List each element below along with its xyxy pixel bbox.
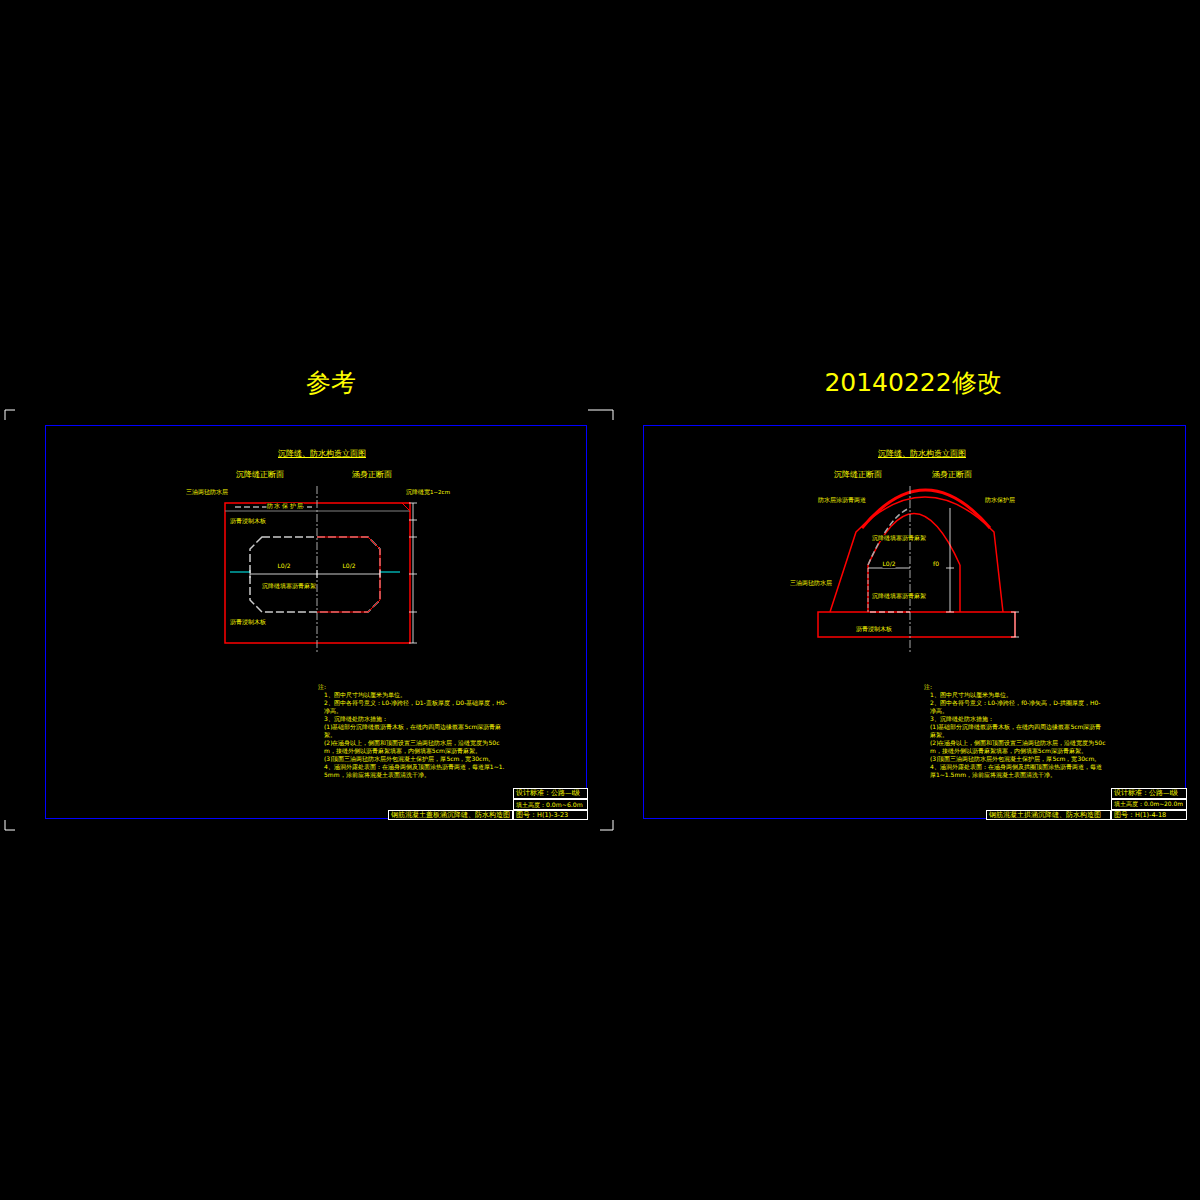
callout-label: 沉降缝填塞沥青麻絮 bbox=[262, 583, 316, 589]
water-line bbox=[380, 572, 400, 573]
corner-marks bbox=[5, 410, 613, 830]
title-block-cell: 图号：H(1)-4-18 bbox=[1111, 810, 1187, 820]
abutment-wall bbox=[867, 565, 869, 612]
callout-label: 防水保护层 bbox=[985, 497, 1015, 503]
dimension-tick bbox=[380, 570, 381, 578]
arch-culvert-section bbox=[818, 486, 1019, 652]
drawing-title: 沉降缝、防水构造立面图 bbox=[878, 449, 966, 458]
callout-label: 三油两毡防水层 bbox=[790, 580, 832, 586]
callout-label: 沉降缝宽1~2cm bbox=[406, 489, 450, 495]
title-block-text: 图号：H(1)-3-23 bbox=[516, 810, 568, 820]
note-text: 3、沉降缝处防水措施： bbox=[924, 715, 1106, 723]
drawing-name-cell: 钢筋混凝土盖板涵沉降缝、防水构造图 bbox=[388, 810, 513, 820]
corner-mark bbox=[5, 820, 15, 830]
abutment-wall bbox=[959, 565, 961, 612]
section-title: 沉降缝正断面 bbox=[236, 470, 284, 479]
note-text: 注: bbox=[318, 683, 508, 691]
culvert-opening bbox=[250, 537, 380, 612]
dimension-tick bbox=[317, 570, 318, 578]
joint-line bbox=[868, 568, 869, 612]
callout-label: 防 水 保 护 层 bbox=[267, 503, 304, 509]
drawing-sheet: 20140222修改钢筋混凝土拱涵沉降缝、防水构造图设计标准：公路—I级填土高度… bbox=[643, 425, 1186, 819]
note-text: 2、图中各符号意义：L0-净跨径，f0-净矢高，D-拱圈厚度，H0-净高。 bbox=[924, 699, 1106, 715]
note-text: 3、沉降缝处防水措施： bbox=[318, 715, 508, 723]
center-line bbox=[910, 486, 911, 652]
note-text: 4、涵洞外露处表面：在涵身两侧及拱圈顶面涂热沥青两道，每道厚1~1.5mm，涂前… bbox=[924, 763, 1106, 779]
note-text: 4、涵洞外露处表面：在涵身两侧及顶面涂热沥青两道，每道厚1~1.5mm，涂前应将… bbox=[318, 763, 508, 779]
note-text: (3)顶面三油两毡防水层外包混凝土保护层，厚5cm，宽30cm。 bbox=[318, 755, 508, 763]
dimension-line bbox=[1015, 612, 1016, 637]
corner-mark bbox=[600, 820, 613, 830]
drawing-title: 沉降缝、防水构造立面图 bbox=[278, 449, 366, 458]
dimension-line bbox=[413, 503, 414, 643]
note-text: 1、图中尺寸均以厘米为单位。 bbox=[318, 691, 508, 699]
title-block-cell: 设计标准：公路—I级 bbox=[1111, 788, 1187, 799]
corner-mark bbox=[5, 410, 15, 420]
dimension-label: L0/2 bbox=[278, 563, 291, 570]
drawing-name-cell: 钢筋混凝土拱涵沉降缝、防水构造图 bbox=[986, 810, 1111, 820]
note-text: 2、图中各符号意义：L0-净跨径，D1-盖板厚度，D0-基础厚度，H0-净高。 bbox=[318, 699, 508, 715]
note-text: (1)基础部分沉降缝嵌沥青木板，在缝内四周边缘嵌塞5cm深沥青麻絮。 bbox=[318, 723, 508, 739]
title-block-text: 设计标准：公路—I级 bbox=[516, 788, 580, 799]
dimension-line bbox=[250, 574, 380, 575]
title-block-text: 填土高度：0.0m~6.0m bbox=[516, 799, 583, 810]
notes-block: 注:1、图中尺寸均以厘米为单位。2、图中各符号意义：L0-净跨径，f0-净矢高，… bbox=[924, 683, 1106, 779]
foundation bbox=[818, 612, 1015, 637]
dimension-ticks bbox=[409, 503, 417, 643]
dimension-tick bbox=[250, 570, 251, 578]
title-block-text: 填土高度：0.0m~20.0m bbox=[1114, 799, 1183, 810]
sheet-heading: 20140222修改 bbox=[824, 366, 1001, 400]
arch-ring bbox=[862, 490, 990, 528]
section-title: 涵身正断面 bbox=[932, 470, 972, 479]
sheet-heading: 参考 bbox=[306, 366, 356, 400]
title-block-cell: 填土高度：0.0m~20.0m bbox=[1111, 799, 1187, 810]
dimension-label: L0/2 bbox=[883, 561, 896, 568]
box-culvert-section bbox=[225, 486, 417, 652]
callout-label: 防水层涂沥青两道 bbox=[818, 497, 866, 503]
title-block-cell: 图号：H(1)-3-23 bbox=[513, 810, 588, 820]
dimension-line bbox=[950, 508, 951, 612]
note-text: (3)顶面三油两毡防水层外包混凝土保护层，厚5cm，宽30cm。 bbox=[924, 755, 1106, 763]
note-text: 注: bbox=[924, 683, 1106, 691]
title-block-cell: 填土高度：0.0m~6.0m bbox=[513, 799, 588, 810]
callout-label: 沉降缝填塞沥青麻絮 bbox=[872, 535, 926, 541]
drawing-sheet: 参考钢筋混凝土盖板涵沉降缝、防水构造图设计标准：公路—I级填土高度：0.0m~6… bbox=[45, 425, 587, 819]
corner-mark bbox=[588, 410, 600, 411]
chamfer bbox=[402, 503, 410, 511]
note-text: (2)在涵身以上，侧面和顶面设置三油两毡防水层，沿缝宽度为50cm，接缝外侧以沥… bbox=[924, 739, 1106, 755]
center-line bbox=[317, 486, 318, 652]
water-line bbox=[230, 572, 250, 573]
title-block-text: 钢筋混凝土拱涵沉降缝、防水构造图 bbox=[989, 810, 1101, 820]
corner-mark bbox=[600, 410, 613, 420]
title-block-text: 图号：H(1)-4-18 bbox=[1114, 810, 1166, 820]
callout-label: 沥青浸制木板 bbox=[856, 626, 892, 632]
note-text: (2)在涵身以上，侧面和顶面设置三油两毡防水层，沿缝宽度为50cm，接缝外侧以沥… bbox=[318, 739, 508, 755]
note-text: 1、图中尺寸均以厘米为单位。 bbox=[924, 691, 1106, 699]
title-block-cell: 设计标准：公路—I级 bbox=[513, 788, 588, 799]
callout-label: 沥青浸制木板 bbox=[230, 619, 266, 625]
arch-intrados bbox=[868, 514, 960, 566]
callout-label: 沥青浸制木板 bbox=[230, 518, 266, 524]
section-title: 沉降缝正断面 bbox=[834, 470, 882, 479]
notes-block: 注:1、图中尺寸均以厘米为单位。2、图中各符号意义：L0-净跨径，D1-盖板厚度… bbox=[318, 683, 508, 779]
title-block-text: 钢筋混凝土盖板涵沉降缝、防水构造图 bbox=[391, 810, 510, 820]
dimension-label: f0 bbox=[933, 561, 939, 568]
dimension-label: L0/2 bbox=[343, 563, 356, 570]
note-text: (1)基础部分沉降缝嵌沥青木板，在缝内四周边缘嵌塞5cm深沥青麻絮。 bbox=[924, 723, 1106, 739]
foundation-joint bbox=[870, 612, 910, 613]
callout-label: 沉降缝填塞沥青麻絮 bbox=[872, 593, 926, 599]
dimension-ticks bbox=[946, 568, 1019, 637]
title-block-text: 设计标准：公路—I级 bbox=[1114, 788, 1178, 799]
culvert-opening-half bbox=[317, 537, 380, 612]
callout-label: 三油两毡防水层 bbox=[186, 489, 228, 495]
section-title: 涵身正断面 bbox=[352, 470, 392, 479]
